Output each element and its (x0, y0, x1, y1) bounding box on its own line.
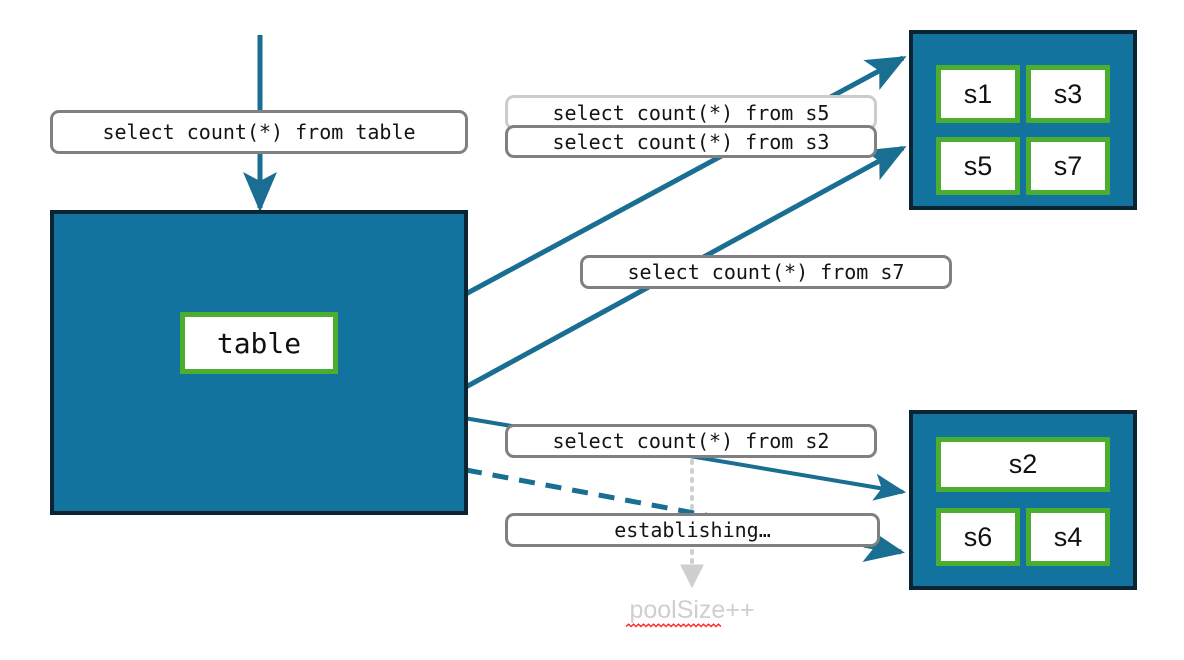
label-query-s2[interactable]: select count(*) from s2 (505, 424, 877, 458)
label-query-s3[interactable]: select count(*) from s3 (505, 125, 877, 158)
node-s2[interactable]: s2 (936, 437, 1110, 492)
node-s7[interactable]: s7 (1026, 137, 1110, 195)
label-establishing[interactable]: establishing… (505, 513, 880, 547)
node-s1[interactable]: s1 (936, 65, 1020, 123)
annotation-poolsize-text: poolSize++ (629, 595, 755, 624)
node-s6[interactable]: s6 (936, 508, 1020, 566)
spellcheck-squiggle-icon (625, 623, 722, 628)
node-table[interactable]: table (180, 312, 338, 374)
node-s3[interactable]: s3 (1026, 65, 1110, 123)
label-query-s7[interactable]: select count(*) from s7 (580, 255, 952, 289)
annotation-poolsize: poolSize++ (602, 592, 782, 628)
label-root-query[interactable]: select count(*) from table (50, 110, 468, 154)
node-s4[interactable]: s4 (1026, 508, 1110, 566)
node-s5[interactable]: s5 (936, 137, 1020, 195)
